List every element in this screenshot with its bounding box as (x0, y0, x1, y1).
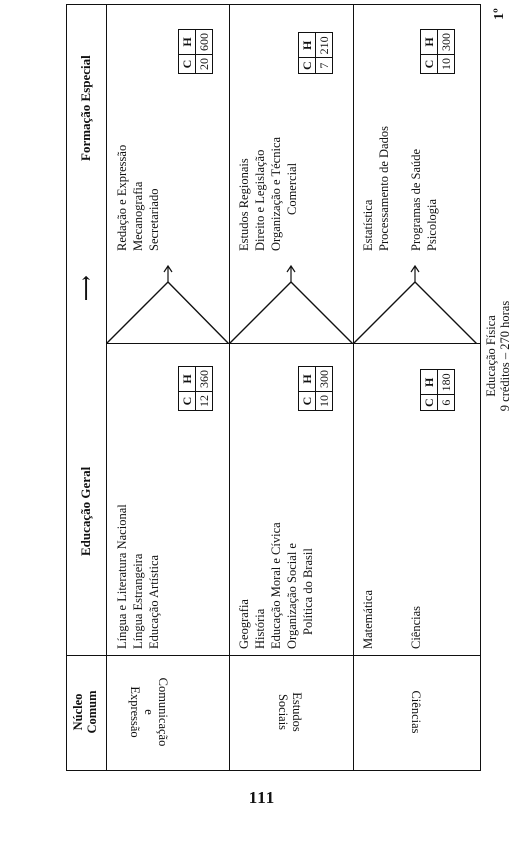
nucleo-divider (66, 655, 481, 656)
branch-icon-1 (106, 264, 229, 344)
arrow-icon: ⟶ (76, 275, 96, 301)
row-divider-2 (353, 4, 354, 771)
area-ciencias: Ciências (409, 690, 423, 734)
branch-icon-2 (229, 264, 353, 344)
geral-list-3: Matemática Ciências (361, 590, 423, 649)
row-divider-1 (229, 4, 230, 771)
header-formacao-especial: Formação Especial (78, 55, 93, 161)
page-number: 111 (248, 788, 276, 807)
header-nucleo-comum: Núcleo Comum (71, 690, 99, 734)
footer-educacao-fisica: Educação Física 9 créditos – 270 horas (484, 300, 512, 412)
branch-icon-3 (353, 264, 478, 344)
rotated-table: Núcleo Comum Educação Geral ⟶ Formação E… (66, 4, 521, 771)
curriculum-diagram: Núcleo Comum Educação Geral ⟶ Formação E… (66, 4, 521, 771)
header-educacao-geral: Educação Geral (78, 466, 93, 556)
